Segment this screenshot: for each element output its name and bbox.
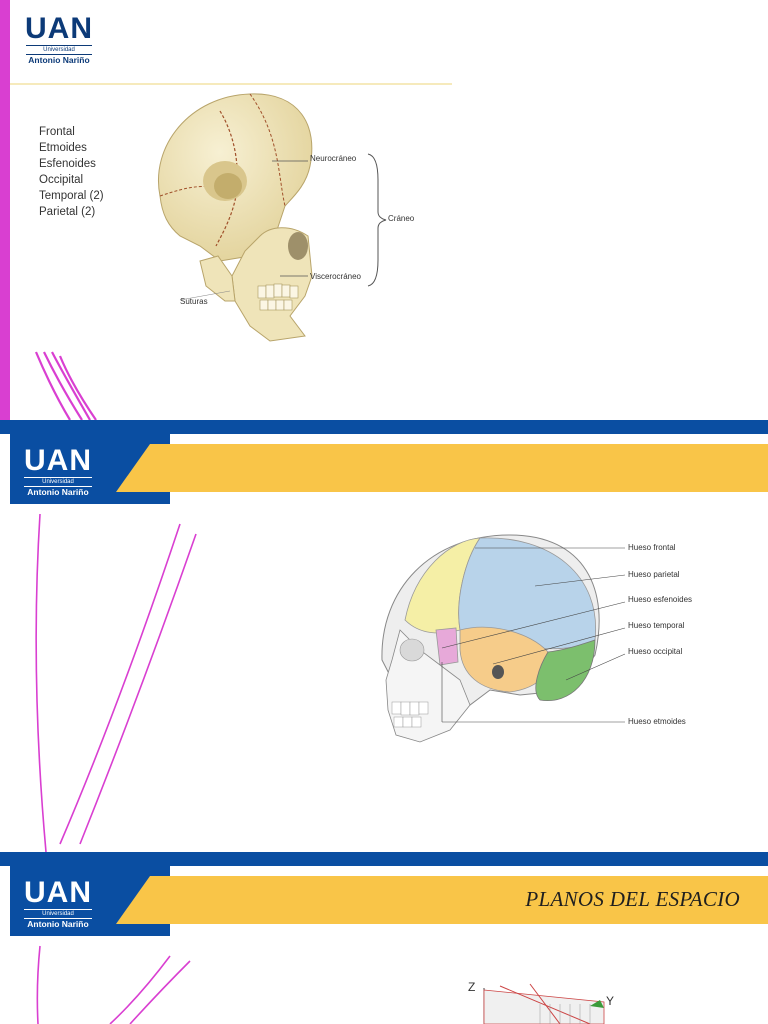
magenta-swooshes bbox=[35, 513, 197, 852]
craneo-brace bbox=[367, 153, 387, 287]
bone-item: Parietal (2) bbox=[39, 206, 96, 218]
logo-uan-text: UAN bbox=[25, 12, 93, 45]
logo-universidad-text: Universidad bbox=[24, 477, 92, 487]
bone-item: Esfenoides bbox=[39, 158, 96, 170]
hueso-temporal-label: Hueso temporal bbox=[628, 621, 685, 630]
suturas-label: Suturas bbox=[180, 297, 208, 306]
header-blue-bar bbox=[0, 852, 768, 866]
logo-name-text: Antonio Nariño bbox=[28, 55, 90, 65]
hueso-parietal-label: Hueso parietal bbox=[628, 570, 680, 579]
hueso-etmoides-label: Hueso etmoides bbox=[628, 717, 686, 726]
craneo-label: Cráneo bbox=[388, 214, 415, 223]
bone-item: Frontal bbox=[39, 126, 75, 138]
hueso-occipital-label: Hueso occipital bbox=[628, 647, 683, 656]
slide-title: PLANOS DEL ESPACIO bbox=[525, 887, 740, 911]
slide-1-decoration bbox=[10, 83, 452, 420]
logo-uan-text: UAN bbox=[24, 876, 92, 909]
uan-logo: UAN Universidad Antonio Nariño bbox=[20, 446, 96, 498]
axis-z-label: Z bbox=[468, 980, 476, 994]
magenta-swooshes bbox=[36, 945, 191, 1024]
logo-uan-text: UAN bbox=[24, 444, 92, 477]
header-yellow-band bbox=[116, 444, 768, 492]
uan-logo: UAN Universidad Antonio Nariño bbox=[20, 878, 96, 930]
logo-universidad-text: Universidad bbox=[24, 909, 92, 919]
bone-list: Frontal Etmoides Esfenoides Occipital Te… bbox=[39, 124, 104, 220]
slide-2: UAN Universidad Antonio Nariño bbox=[0, 420, 768, 852]
header-blue-bar bbox=[0, 420, 768, 434]
skull-colored-illustration bbox=[381, 534, 626, 743]
slide-1: UAN Universidad Antonio Nariño Frontal E… bbox=[0, 0, 768, 420]
slide-3: UAN Universidad Antonio Nariño PLANOS DE… bbox=[0, 852, 768, 1024]
header-yellow-band bbox=[116, 876, 768, 924]
planes-diagram bbox=[483, 983, 605, 1024]
bone-item: Occipital bbox=[39, 174, 84, 186]
hueso-frontal-label: Hueso frontal bbox=[628, 543, 676, 552]
bone-item: Temporal (2) bbox=[39, 190, 104, 202]
bone-item: Etmoides bbox=[39, 142, 87, 154]
skull-side-illustration bbox=[158, 93, 313, 342]
axis-y-label: Y bbox=[606, 994, 615, 1008]
neurocraneo-label: Neurocráneo bbox=[310, 154, 357, 163]
logo-name-text: Antonio Nariño bbox=[27, 487, 89, 497]
uan-logo: UAN Universidad Antonio Nariño bbox=[22, 14, 96, 66]
viscerocraneo-label: Viscerocráneo bbox=[310, 272, 361, 281]
magenta-edge bbox=[0, 0, 10, 420]
logo-universidad-text: Universidad bbox=[26, 45, 92, 55]
hueso-esfenoides-label: Hueso esfenoides bbox=[628, 595, 693, 604]
logo-name-text: Antonio Nariño bbox=[27, 919, 89, 929]
